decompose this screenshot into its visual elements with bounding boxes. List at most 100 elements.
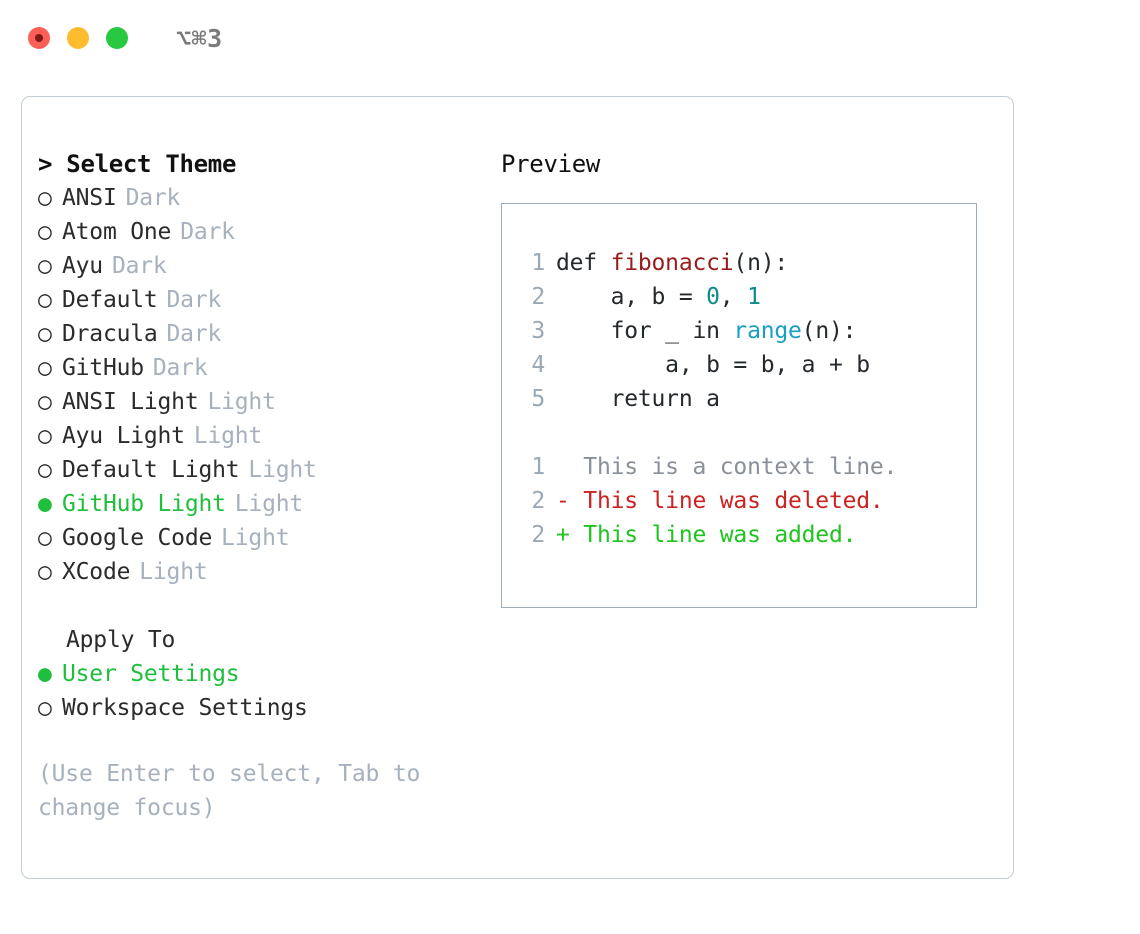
theme-option-category: Light	[193, 423, 263, 449]
diff-line-text: This is a context line.	[583, 454, 898, 480]
code-token: (n):	[733, 250, 789, 276]
code-token: fibonacci	[610, 250, 734, 276]
code-token: a, b =	[556, 284, 707, 310]
radio-unselected-icon: ○	[38, 253, 52, 279]
theme-option-label: ANSI Light	[62, 389, 199, 415]
minimize-button-icon[interactable]	[67, 27, 89, 49]
theme-option-label: Google Code	[62, 525, 213, 551]
diff-line-number: 1	[531, 454, 545, 480]
preview-heading: Preview	[501, 150, 601, 178]
theme-option-label: Atom One	[62, 219, 172, 245]
code-line: 3 for _ in range(n):	[519, 314, 970, 348]
keyboard-hint: (Use Enter to select, Tab to change focu…	[38, 761, 421, 821]
line-number: 2	[531, 284, 545, 310]
theme-option-label: Default Light	[62, 457, 240, 483]
code-line-text: a, b = 0, 1	[556, 280, 761, 314]
diff-line-number: 2	[531, 522, 545, 548]
theme-option-label: Ayu Light	[62, 423, 185, 449]
code-token: for _ in	[556, 318, 734, 344]
radio-selected-icon: ●	[38, 491, 52, 517]
code-token: 0	[706, 284, 720, 310]
diff-marker: +	[556, 522, 584, 548]
maximize-button-icon[interactable]	[106, 27, 128, 49]
radio-unselected-icon: ○	[38, 321, 52, 347]
theme-option-category: Light	[207, 389, 276, 415]
theme-option[interactable]: ○ Dracula Dark	[38, 317, 498, 351]
theme-option-category: Dark	[152, 355, 208, 381]
line-number: 3	[531, 318, 545, 344]
code-token: 1	[747, 284, 761, 310]
theme-option-category: Dark	[111, 253, 167, 279]
select-theme-heading: > Select Theme	[38, 150, 237, 178]
traffic-lights	[28, 27, 128, 49]
code-token: (n):	[801, 318, 857, 344]
diff-sample: 1 This is a context line.2- This line wa…	[519, 450, 970, 552]
radio-unselected-icon: ○	[38, 457, 52, 483]
theme-option-category: Light	[248, 457, 317, 483]
diff-marker	[556, 450, 583, 484]
code-line: 5 return a	[519, 382, 970, 416]
theme-option-category: Dark	[125, 185, 181, 211]
title-bar: ⌥⌘3	[0, 0, 1140, 76]
code-token: a, b = b, a + b	[556, 352, 870, 378]
line-number: 1	[531, 250, 545, 276]
code-line-text: return a	[556, 382, 720, 416]
code-line: 1 def fibonacci(n):	[519, 246, 970, 280]
radio-unselected-icon: ○	[38, 389, 52, 415]
code-token: def	[556, 250, 611, 276]
code-line: 2 a, b = 0, 1	[519, 280, 970, 314]
theme-option[interactable]: ○ Default Light Light	[38, 453, 498, 487]
theme-option-label: Ayu	[62, 253, 103, 279]
theme-option-category: Dark	[180, 219, 235, 245]
theme-option-category: Dark	[166, 287, 222, 313]
diff-line: 2+ This line was added.	[519, 518, 970, 552]
close-button-icon[interactable]	[28, 27, 50, 49]
diff-line: 1 This is a context line.	[519, 450, 970, 484]
theme-option-category: Dark	[166, 321, 222, 347]
code-token: return a	[556, 386, 720, 412]
radio-unselected-icon: ○	[38, 559, 52, 585]
theme-option-category: Light	[234, 491, 304, 517]
diff-line-text: This line was deleted.	[583, 488, 884, 514]
radio-unselected-icon: ○	[38, 185, 52, 211]
theme-option-category: Light	[221, 525, 290, 551]
theme-option[interactable]: ● GitHub Light Light	[38, 487, 498, 521]
apply-to-option-label: Workspace Settings	[62, 695, 308, 721]
radio-unselected-icon: ○	[38, 525, 52, 551]
theme-option-label: XCode	[62, 559, 131, 585]
theme-option[interactable]: ○ ANSI Light Light	[38, 385, 498, 419]
apply-to-heading: Apply To	[66, 627, 176, 653]
diff-line: 2- This line was deleted.	[519, 484, 970, 518]
theme-option-label: Dracula	[62, 321, 158, 347]
theme-option[interactable]: ○ Google Code Light	[38, 521, 498, 555]
code-line: 4 a, b = b, a + b	[519, 348, 970, 382]
code-token: range	[733, 318, 802, 344]
window-title: ⌥⌘3	[176, 23, 223, 53]
apply-to-option[interactable]: ●User Settings	[38, 657, 498, 691]
radio-selected-icon: ●	[38, 661, 52, 687]
theme-option[interactable]: ○ Default Dark	[38, 283, 498, 317]
theme-option-label: Default	[62, 287, 158, 313]
code-line-text: for _ in range(n):	[556, 314, 857, 348]
code-line-text: def fibonacci(n):	[556, 246, 788, 280]
radio-unselected-icon: ○	[38, 287, 52, 313]
theme-option-label: GitHub Light	[62, 491, 226, 517]
apply-to-option[interactable]: ○Workspace Settings	[38, 691, 498, 725]
code-line-text: a, b = b, a + b	[556, 348, 870, 382]
theme-option[interactable]: ○ Ayu Dark	[38, 249, 498, 283]
radio-unselected-icon: ○	[38, 355, 52, 381]
diff-marker: -	[556, 488, 584, 514]
